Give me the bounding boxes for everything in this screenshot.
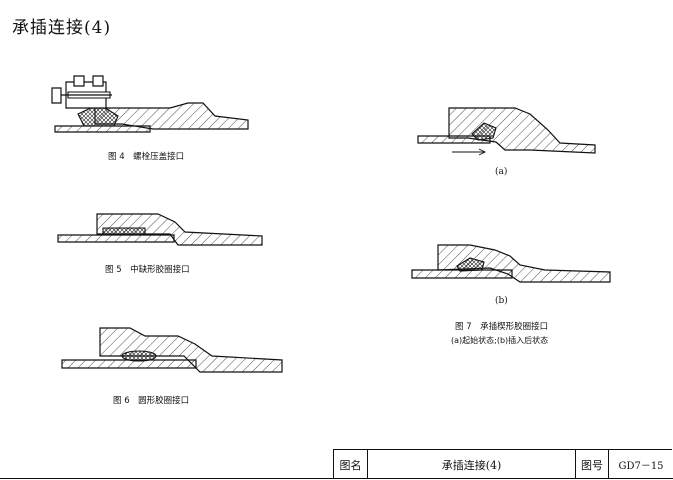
figure-7a-wedge-ring-initial bbox=[418, 108, 595, 155]
bell-socket bbox=[100, 328, 282, 372]
bolt-nut-top bbox=[74, 76, 84, 86]
figure-7-caption: 图 7 承插楔形胶圈接口 bbox=[455, 322, 549, 332]
bolt-nut-top-2 bbox=[93, 76, 103, 86]
title-block-number-value: GD7－15 bbox=[608, 450, 673, 479]
figure-7-note: (a)起始状态;(b)插入后状态 bbox=[451, 336, 549, 345]
figure-5-caption: 图 5 中缺形胶圈接口 bbox=[105, 265, 190, 275]
notched-rubber-ring bbox=[103, 228, 145, 235]
figure-7b-label: (b) bbox=[495, 296, 508, 306]
spigot-pipe bbox=[62, 360, 196, 368]
figure-4-bolt-gland-joint bbox=[52, 76, 248, 132]
bottom-border-rule bbox=[0, 478, 673, 479]
spigot-pipe bbox=[418, 136, 490, 143]
figure-5-notched-ring-joint bbox=[58, 214, 262, 245]
title-block-name-value: 承插连接(4) bbox=[367, 450, 575, 479]
title-block-name-label: 图名 bbox=[339, 458, 362, 472]
bolt-nut-left bbox=[52, 88, 61, 103]
spigot-pipe bbox=[55, 126, 150, 132]
wedge-rubber-ring bbox=[472, 123, 496, 140]
figure-4-caption: 图 4 螺栓压盖接口 bbox=[108, 152, 185, 162]
round-rubber-ring bbox=[122, 351, 156, 361]
wedge-rubber-ring bbox=[457, 258, 484, 271]
insertion-arrow bbox=[452, 149, 485, 155]
title-block: 图名 承插连接(4) 图号 GD7－15 bbox=[333, 449, 672, 479]
bell-socket bbox=[449, 108, 595, 153]
figure-6-round-ring-joint bbox=[62, 328, 282, 372]
figure-6-caption: 图 6 圆形胶圈接口 bbox=[113, 396, 190, 406]
figure-7b-wedge-ring-inserted bbox=[412, 245, 610, 282]
spigot-pipe bbox=[58, 235, 174, 242]
title-block-number-label: 图号 bbox=[575, 450, 608, 479]
page-title: 承插连接(4) bbox=[12, 18, 112, 38]
bell-socket bbox=[438, 245, 610, 282]
figure-7a-label: (a) bbox=[495, 167, 508, 177]
